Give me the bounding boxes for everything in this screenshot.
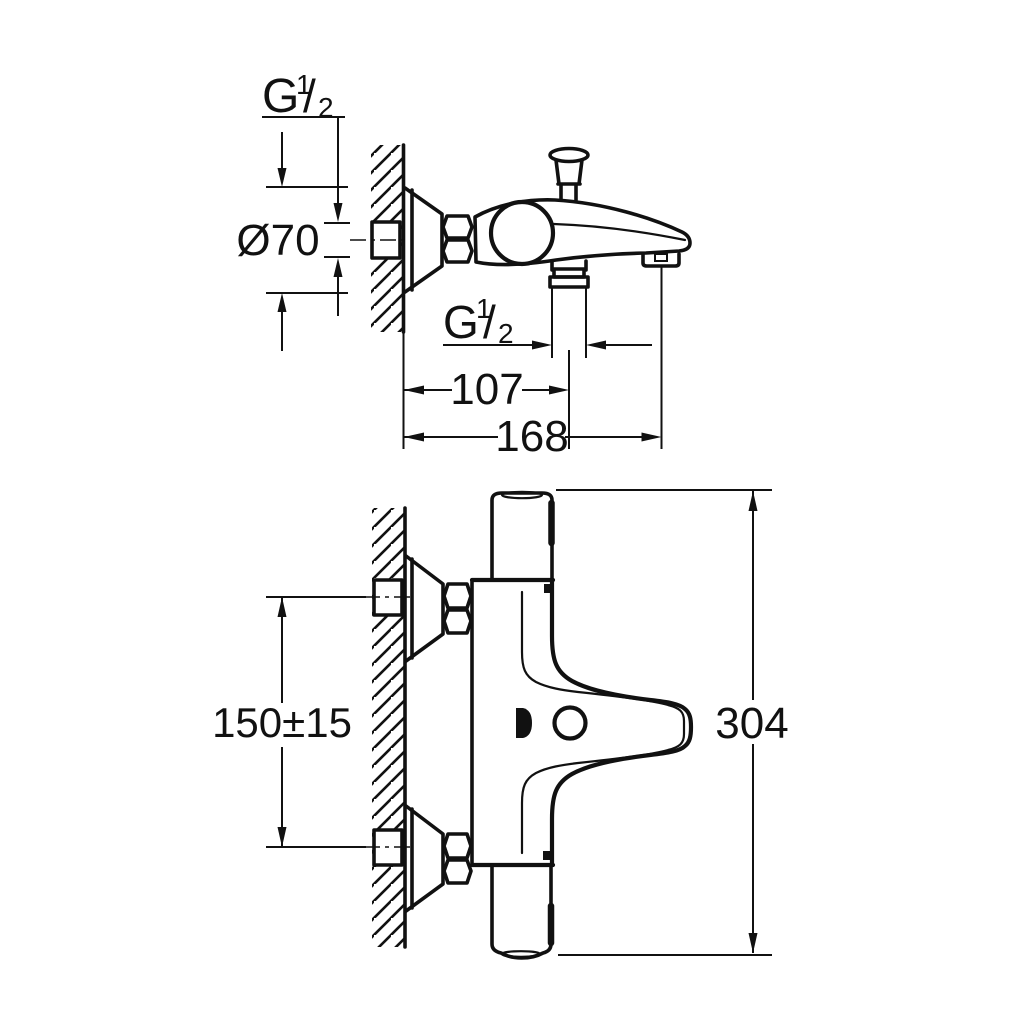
spout-profile-outer bbox=[549, 577, 694, 868]
dim-304-label: 304 bbox=[715, 699, 788, 748]
top-view-side-elevation: G 1 / 2 Ø70 bbox=[236, 69, 692, 461]
hex-nut-facet bbox=[442, 582, 473, 610]
dimension-thread-top: G 1 / 2 bbox=[262, 69, 350, 316]
escutcheon-cone bbox=[404, 554, 445, 663]
spout-highlight-line bbox=[552, 222, 687, 242]
spout-profile-inner bbox=[520, 590, 686, 855]
dim-150-label: 150±15 bbox=[212, 699, 352, 746]
lower-wall-connection bbox=[364, 804, 473, 913]
dimension-diameter-70: Ø70 bbox=[236, 132, 348, 351]
hex-nut-facet bbox=[442, 608, 473, 635]
wall-hatching bbox=[372, 508, 405, 947]
dimension-thread-mid: G 1 / 2 bbox=[443, 293, 652, 350]
body-corner-mark bbox=[544, 584, 553, 593]
body-corner-mark bbox=[543, 851, 552, 860]
hex-nut-facet bbox=[442, 832, 473, 860]
diverter-knob bbox=[548, 146, 590, 202]
dimension-107: 107 bbox=[404, 365, 569, 414]
diameter-label: Ø70 bbox=[236, 216, 319, 265]
mixer-body bbox=[469, 577, 694, 868]
top-handle bbox=[490, 490, 555, 582]
spout-outlet bbox=[641, 252, 681, 268]
dim-107-label: 107 bbox=[450, 365, 523, 414]
bottom-view-front-elevation: 150±15 304 bbox=[212, 489, 796, 960]
bottom-handle bbox=[490, 863, 555, 960]
thread-top-label: G 1 / 2 bbox=[262, 69, 334, 123]
shower-hose-connection bbox=[548, 259, 590, 289]
upper-wall-connection bbox=[364, 554, 473, 663]
safety-button-circle bbox=[552, 705, 588, 741]
escutcheon-cone bbox=[403, 186, 444, 294]
dimension-150: 150±15 bbox=[212, 596, 366, 848]
escutcheon-cone bbox=[404, 804, 445, 913]
logo-mark bbox=[516, 708, 532, 738]
hex-nut-facet bbox=[442, 858, 473, 885]
dim-168-label: 168 bbox=[495, 412, 568, 461]
dimension-304: 304 bbox=[556, 489, 796, 956]
hex-nut bbox=[441, 214, 474, 264]
thread-mid-label: G 1 / 2 bbox=[443, 293, 514, 349]
dimension-168: 168 bbox=[404, 412, 662, 461]
cartridge-cap-circle bbox=[488, 199, 556, 267]
